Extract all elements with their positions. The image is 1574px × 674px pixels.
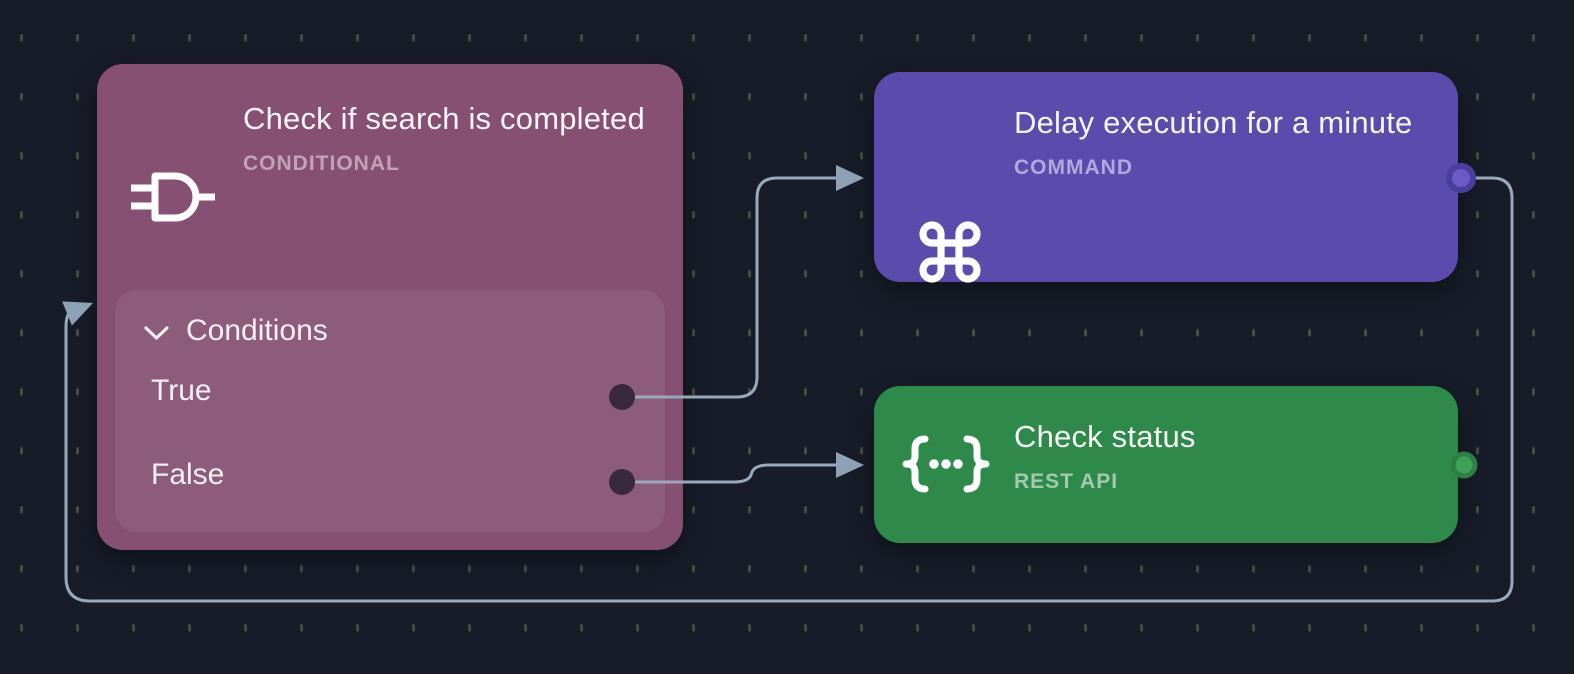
command-icon [912,216,988,288]
node-type-label: REST API [1014,470,1119,493]
node-conditional[interactable]: Check if search is completed CONDITIONAL… [97,64,683,550]
conditions-toggle[interactable]: Conditions [143,314,328,348]
chevron-down-icon [143,325,170,341]
braces-icon [898,434,994,494]
output-label-true: True [151,374,212,407]
conditions-panel[interactable]: Conditions True False [115,290,665,532]
node-title: Delay execution for a minute [1014,105,1413,140]
node-command[interactable]: Delay execution for a minute COMMAND [874,72,1458,283]
node-type-label: CONDITIONAL [243,152,400,175]
logic-gate-icon [127,170,219,224]
node-type-label: COMMAND [1014,156,1133,179]
node-title: Check status [1014,419,1196,454]
node-rest-api[interactable]: Check status REST API [874,386,1458,543]
output-label-false: False [151,458,225,491]
output-row-true: True [151,374,212,408]
node-title: Check if search is completed [243,101,645,136]
conditions-label: Conditions [186,314,328,347]
output-row-false: False [151,458,224,492]
